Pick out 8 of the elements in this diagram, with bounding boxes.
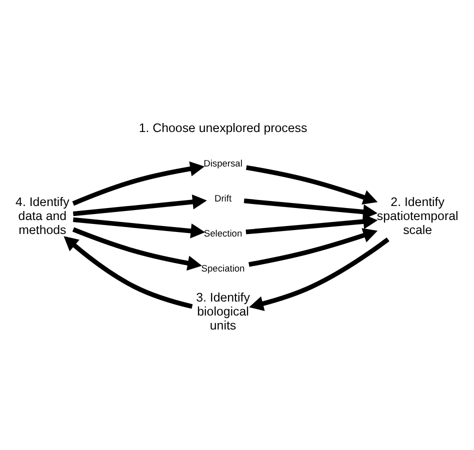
node-text: Drift <box>214 193 232 204</box>
node-text: 2. Identify spatiotemporal scale <box>376 194 458 237</box>
node-text: Speciation <box>201 263 245 274</box>
node-text: Selection <box>204 228 242 238</box>
node-text: Dispersal <box>204 158 242 168</box>
node-text: 4. Identify data and methods <box>16 194 70 237</box>
node-text: 3. Identify biological units <box>196 290 250 332</box>
node-text: 1. Choose unexplored process <box>138 121 308 136</box>
